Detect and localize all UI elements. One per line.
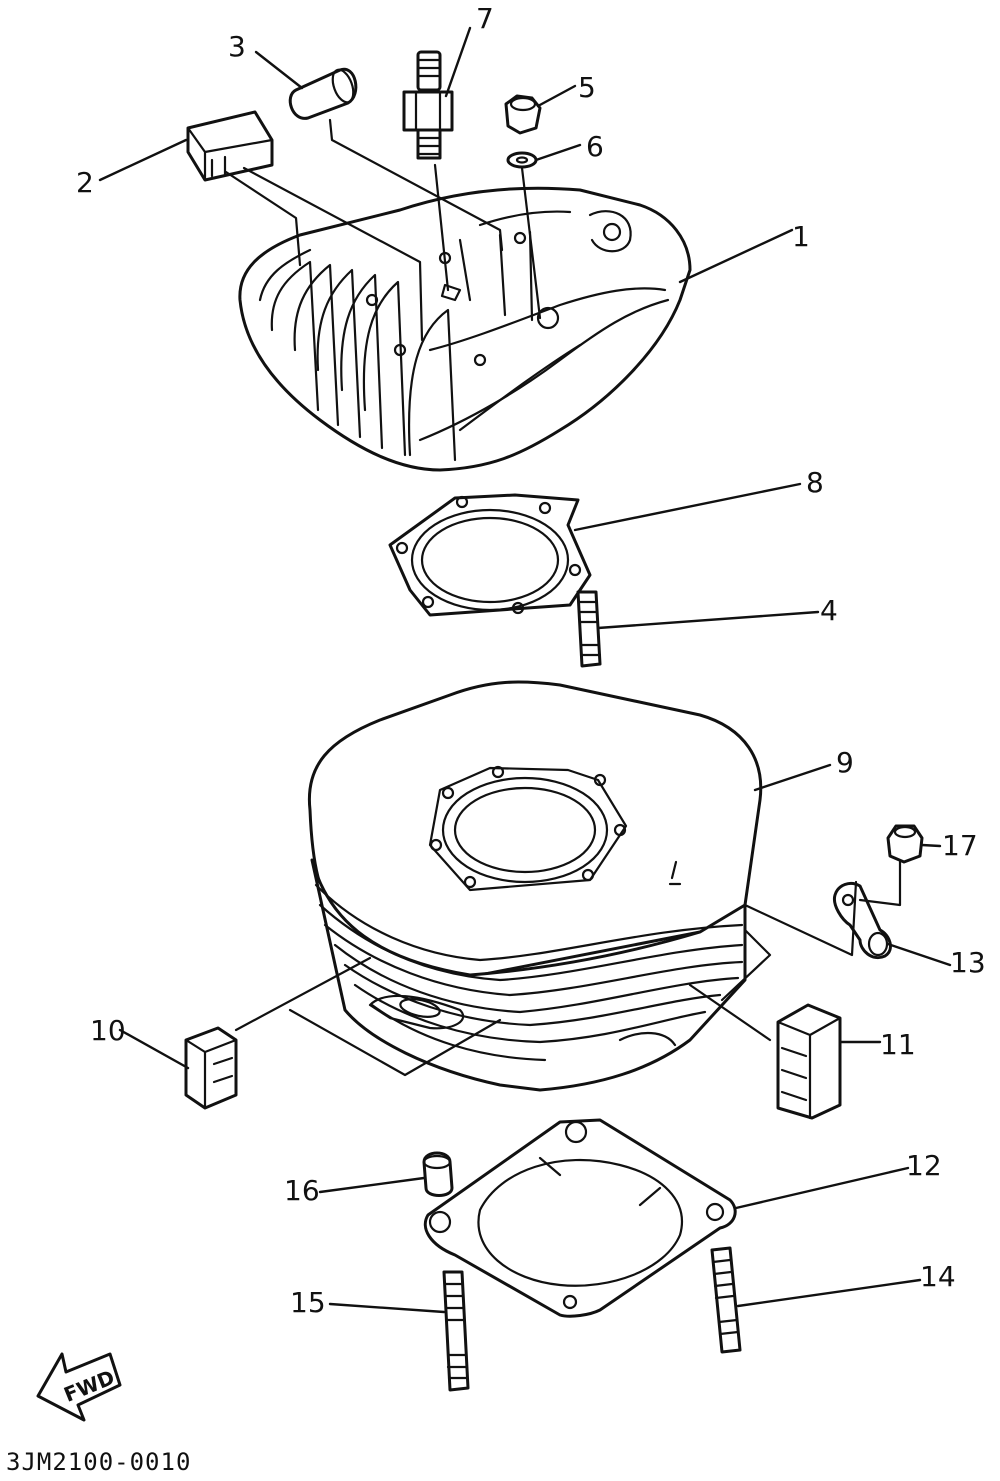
callout-10: 10 xyxy=(90,1014,126,1047)
rubber-damper-right xyxy=(776,1003,842,1120)
callout-14: 14 xyxy=(920,1260,956,1293)
callout-13: 13 xyxy=(950,946,986,979)
cylinder xyxy=(307,680,763,1092)
callout-1: 1 xyxy=(792,220,810,253)
nut-lower xyxy=(886,824,924,864)
callout-labels: 1 2 3 4 5 6 7 8 9 10 11 12 13 14 15 16 1… xyxy=(76,2,986,1319)
callout-9: 9 xyxy=(836,746,854,779)
nut-upper xyxy=(504,94,542,135)
callout-5: 5 xyxy=(578,71,596,104)
callout-3: 3 xyxy=(228,30,246,63)
callout-11: 11 xyxy=(880,1028,916,1061)
callout-15: 15 xyxy=(290,1286,326,1319)
callout-2: 2 xyxy=(76,166,94,199)
stud-bolt-left xyxy=(442,1270,470,1392)
cylinder-head-gasket xyxy=(388,493,592,617)
rubber-damper-left xyxy=(184,1026,238,1110)
callout-12: 12 xyxy=(906,1149,942,1182)
callout-16: 16 xyxy=(284,1174,320,1207)
callout-17: 17 xyxy=(942,829,978,862)
leader-lines xyxy=(98,26,952,1314)
hose-clamp-bracket xyxy=(832,881,892,959)
cylinder-base-gasket xyxy=(423,1118,737,1318)
cylinder-head xyxy=(238,186,692,472)
stud-bolt-right xyxy=(710,1246,742,1354)
callout-6: 6 xyxy=(586,130,604,163)
callout-4: 4 xyxy=(820,594,838,627)
dowel-pin xyxy=(288,67,358,120)
callout-7: 7 xyxy=(476,2,494,35)
spark-plug xyxy=(402,50,454,160)
callout-8: 8 xyxy=(806,466,824,499)
diagram-code: 3JM2100-0010 xyxy=(6,1448,191,1476)
forward-direction-arrow: FWD xyxy=(36,1352,122,1422)
stud-bolt-upper xyxy=(576,590,602,668)
rubber-damper-upper xyxy=(186,110,274,182)
washer xyxy=(506,151,538,169)
blind-plug xyxy=(422,1151,454,1197)
